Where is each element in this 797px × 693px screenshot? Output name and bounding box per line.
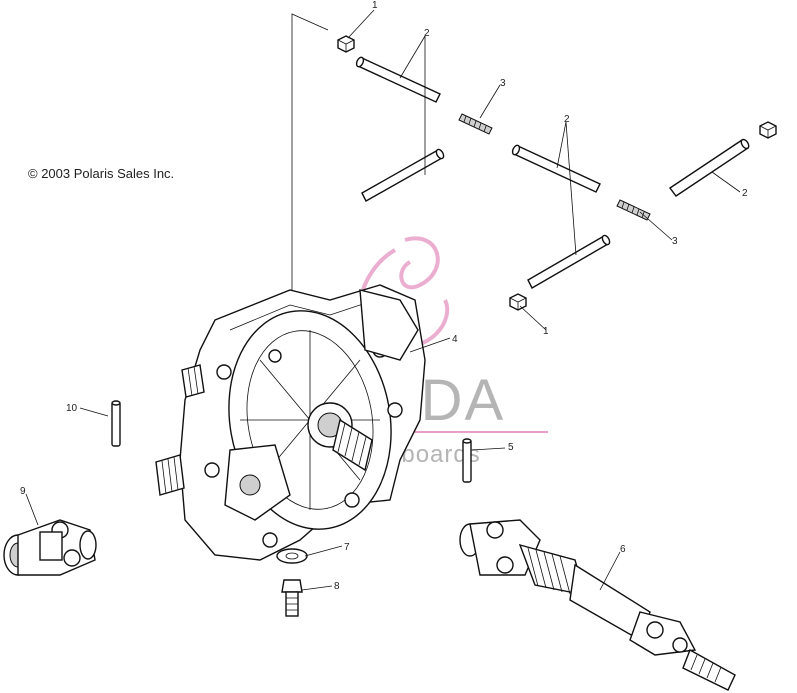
copyright-notice: © 2003 Polaris Sales Inc. [28,166,175,181]
callout-3-b: 3 [672,236,678,247]
rod-part-2-b [361,148,445,202]
callout-8: 8 [334,581,340,592]
callout-leaders [25,9,741,591]
rod-part-2-a [355,56,441,103]
driveshaft-part-6 [459,519,736,691]
input-shaft-top-left [181,364,205,398]
callout-2-b: 2 [564,114,570,125]
gearcase-housing [179,284,426,561]
spring-part-3-b [616,199,651,221]
callout-2-c: 2 [742,188,748,199]
pin-part-5 [462,438,472,483]
callout-5: 5 [508,442,514,453]
nut-part-1-mid [509,293,527,311]
u-joint-part-9 [3,519,97,576]
callout-1-top: 1 [372,0,378,11]
pin-part-10 [111,400,121,447]
callout-2-a: 2 [424,28,430,39]
output-shaft-right [332,418,373,472]
rod-part-2-d [527,234,611,289]
callout-7: 7 [344,542,350,553]
callout-6: 6 [620,544,626,555]
callout-1-mid: 1 [543,326,549,337]
callout-3-a: 3 [500,78,506,89]
rod-part-2-e [668,138,750,197]
nut-part-1-top [337,35,355,53]
output-shaft-left [155,454,185,496]
washer-part-7 [276,548,308,564]
spring-part-3-a [458,113,493,135]
assembly-leader-line [291,13,329,290]
bolt-part-8 [281,579,303,617]
nut-part-1-right [759,121,777,139]
rod-part-2-c [511,144,601,193]
callout-4: 4 [452,334,458,345]
callout-10: 10 [66,403,78,414]
callout-9: 9 [20,486,26,497]
